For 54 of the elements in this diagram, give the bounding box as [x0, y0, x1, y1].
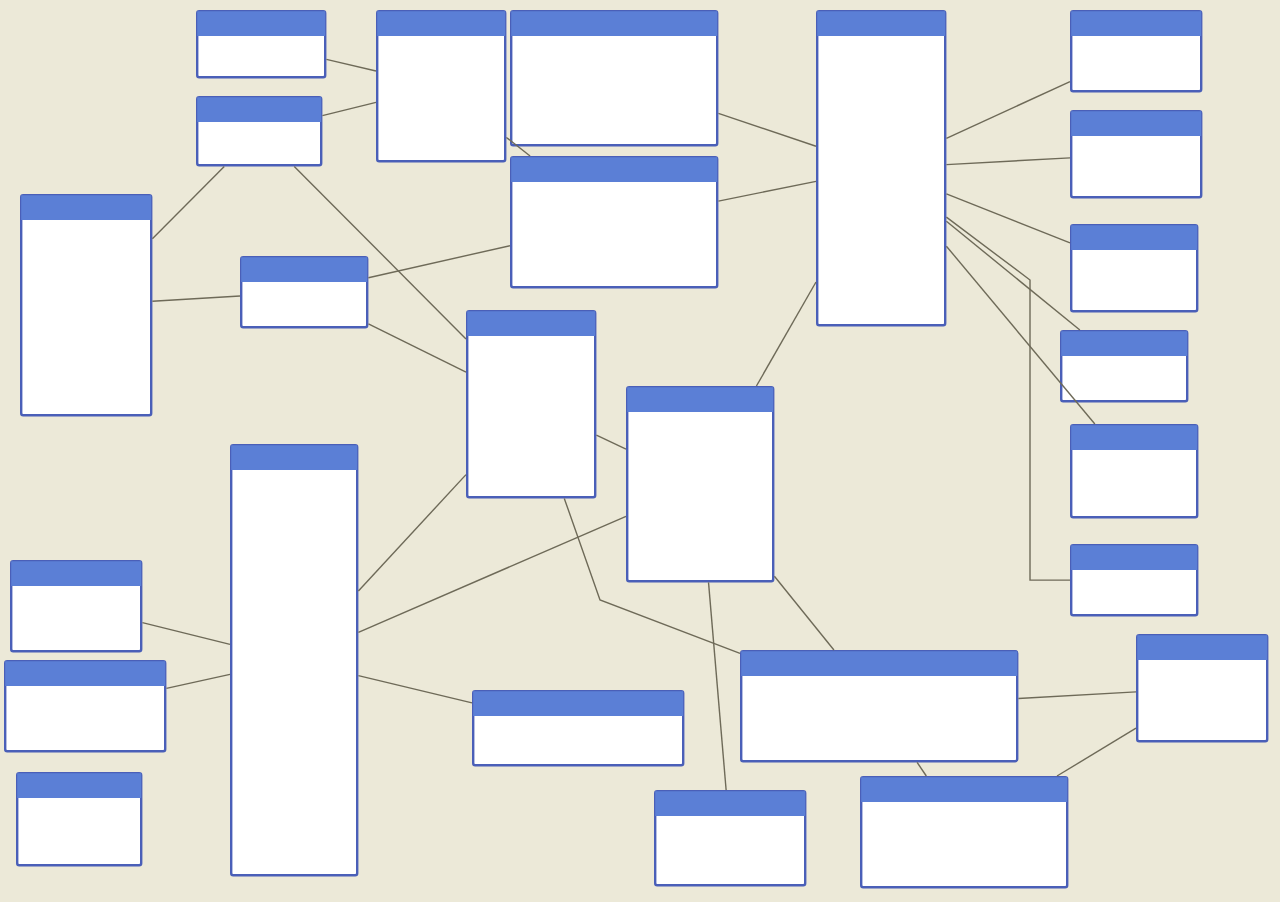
- table-box: [860, 776, 1069, 889]
- connector-line: [1017, 691, 1137, 700]
- connector-line: [367, 323, 467, 373]
- table-box: [1070, 10, 1203, 93]
- connector-line: [357, 473, 467, 592]
- connector-line: [357, 674, 473, 704]
- connector-line: [151, 165, 225, 240]
- table-box: [1060, 330, 1189, 403]
- table-box: [376, 10, 507, 163]
- connector-line: [141, 621, 231, 645]
- table-box: [510, 156, 719, 289]
- table-box: [230, 444, 359, 877]
- connector-line: [916, 761, 927, 777]
- connector-line: [505, 136, 531, 157]
- table-box: [1070, 544, 1199, 617]
- table-box: [1070, 224, 1199, 313]
- table-box: [1070, 424, 1199, 519]
- table-box: [654, 790, 807, 887]
- connector-line: [367, 245, 511, 279]
- table-box: [472, 690, 685, 767]
- connector-line: [563, 497, 741, 655]
- connector-line: [945, 193, 1071, 244]
- connector-line: [1056, 727, 1137, 777]
- connector-line: [321, 101, 377, 117]
- table-box: [510, 10, 719, 147]
- connector-line: [357, 515, 627, 634]
- connector-line: [151, 295, 241, 302]
- table-box: [626, 386, 775, 583]
- connector-line: [945, 220, 1081, 331]
- connector-line: [717, 112, 817, 147]
- table-box: [1136, 634, 1269, 743]
- table-box: [1070, 110, 1203, 199]
- connector-line: [595, 434, 627, 450]
- table-box: [196, 96, 323, 167]
- table-box: [16, 772, 143, 867]
- table-box: [816, 10, 947, 327]
- connector-line: [165, 673, 231, 690]
- connector-line: [945, 157, 1071, 166]
- connector-line: [293, 165, 467, 340]
- table-box: [4, 660, 167, 753]
- connector-line: [945, 245, 1096, 425]
- connector-line: [717, 180, 817, 202]
- connector-line: [325, 58, 377, 72]
- table-box: [466, 310, 597, 499]
- connector-line: [945, 216, 1071, 581]
- table-box: [196, 10, 327, 79]
- connector-line: [707, 581, 727, 791]
- table-box: [10, 560, 143, 653]
- connector-line: [755, 281, 817, 387]
- table-box: [20, 194, 153, 417]
- connector-line: [773, 575, 835, 651]
- connector-line: [945, 80, 1071, 139]
- table-box: [240, 256, 369, 329]
- table-box: [740, 650, 1019, 763]
